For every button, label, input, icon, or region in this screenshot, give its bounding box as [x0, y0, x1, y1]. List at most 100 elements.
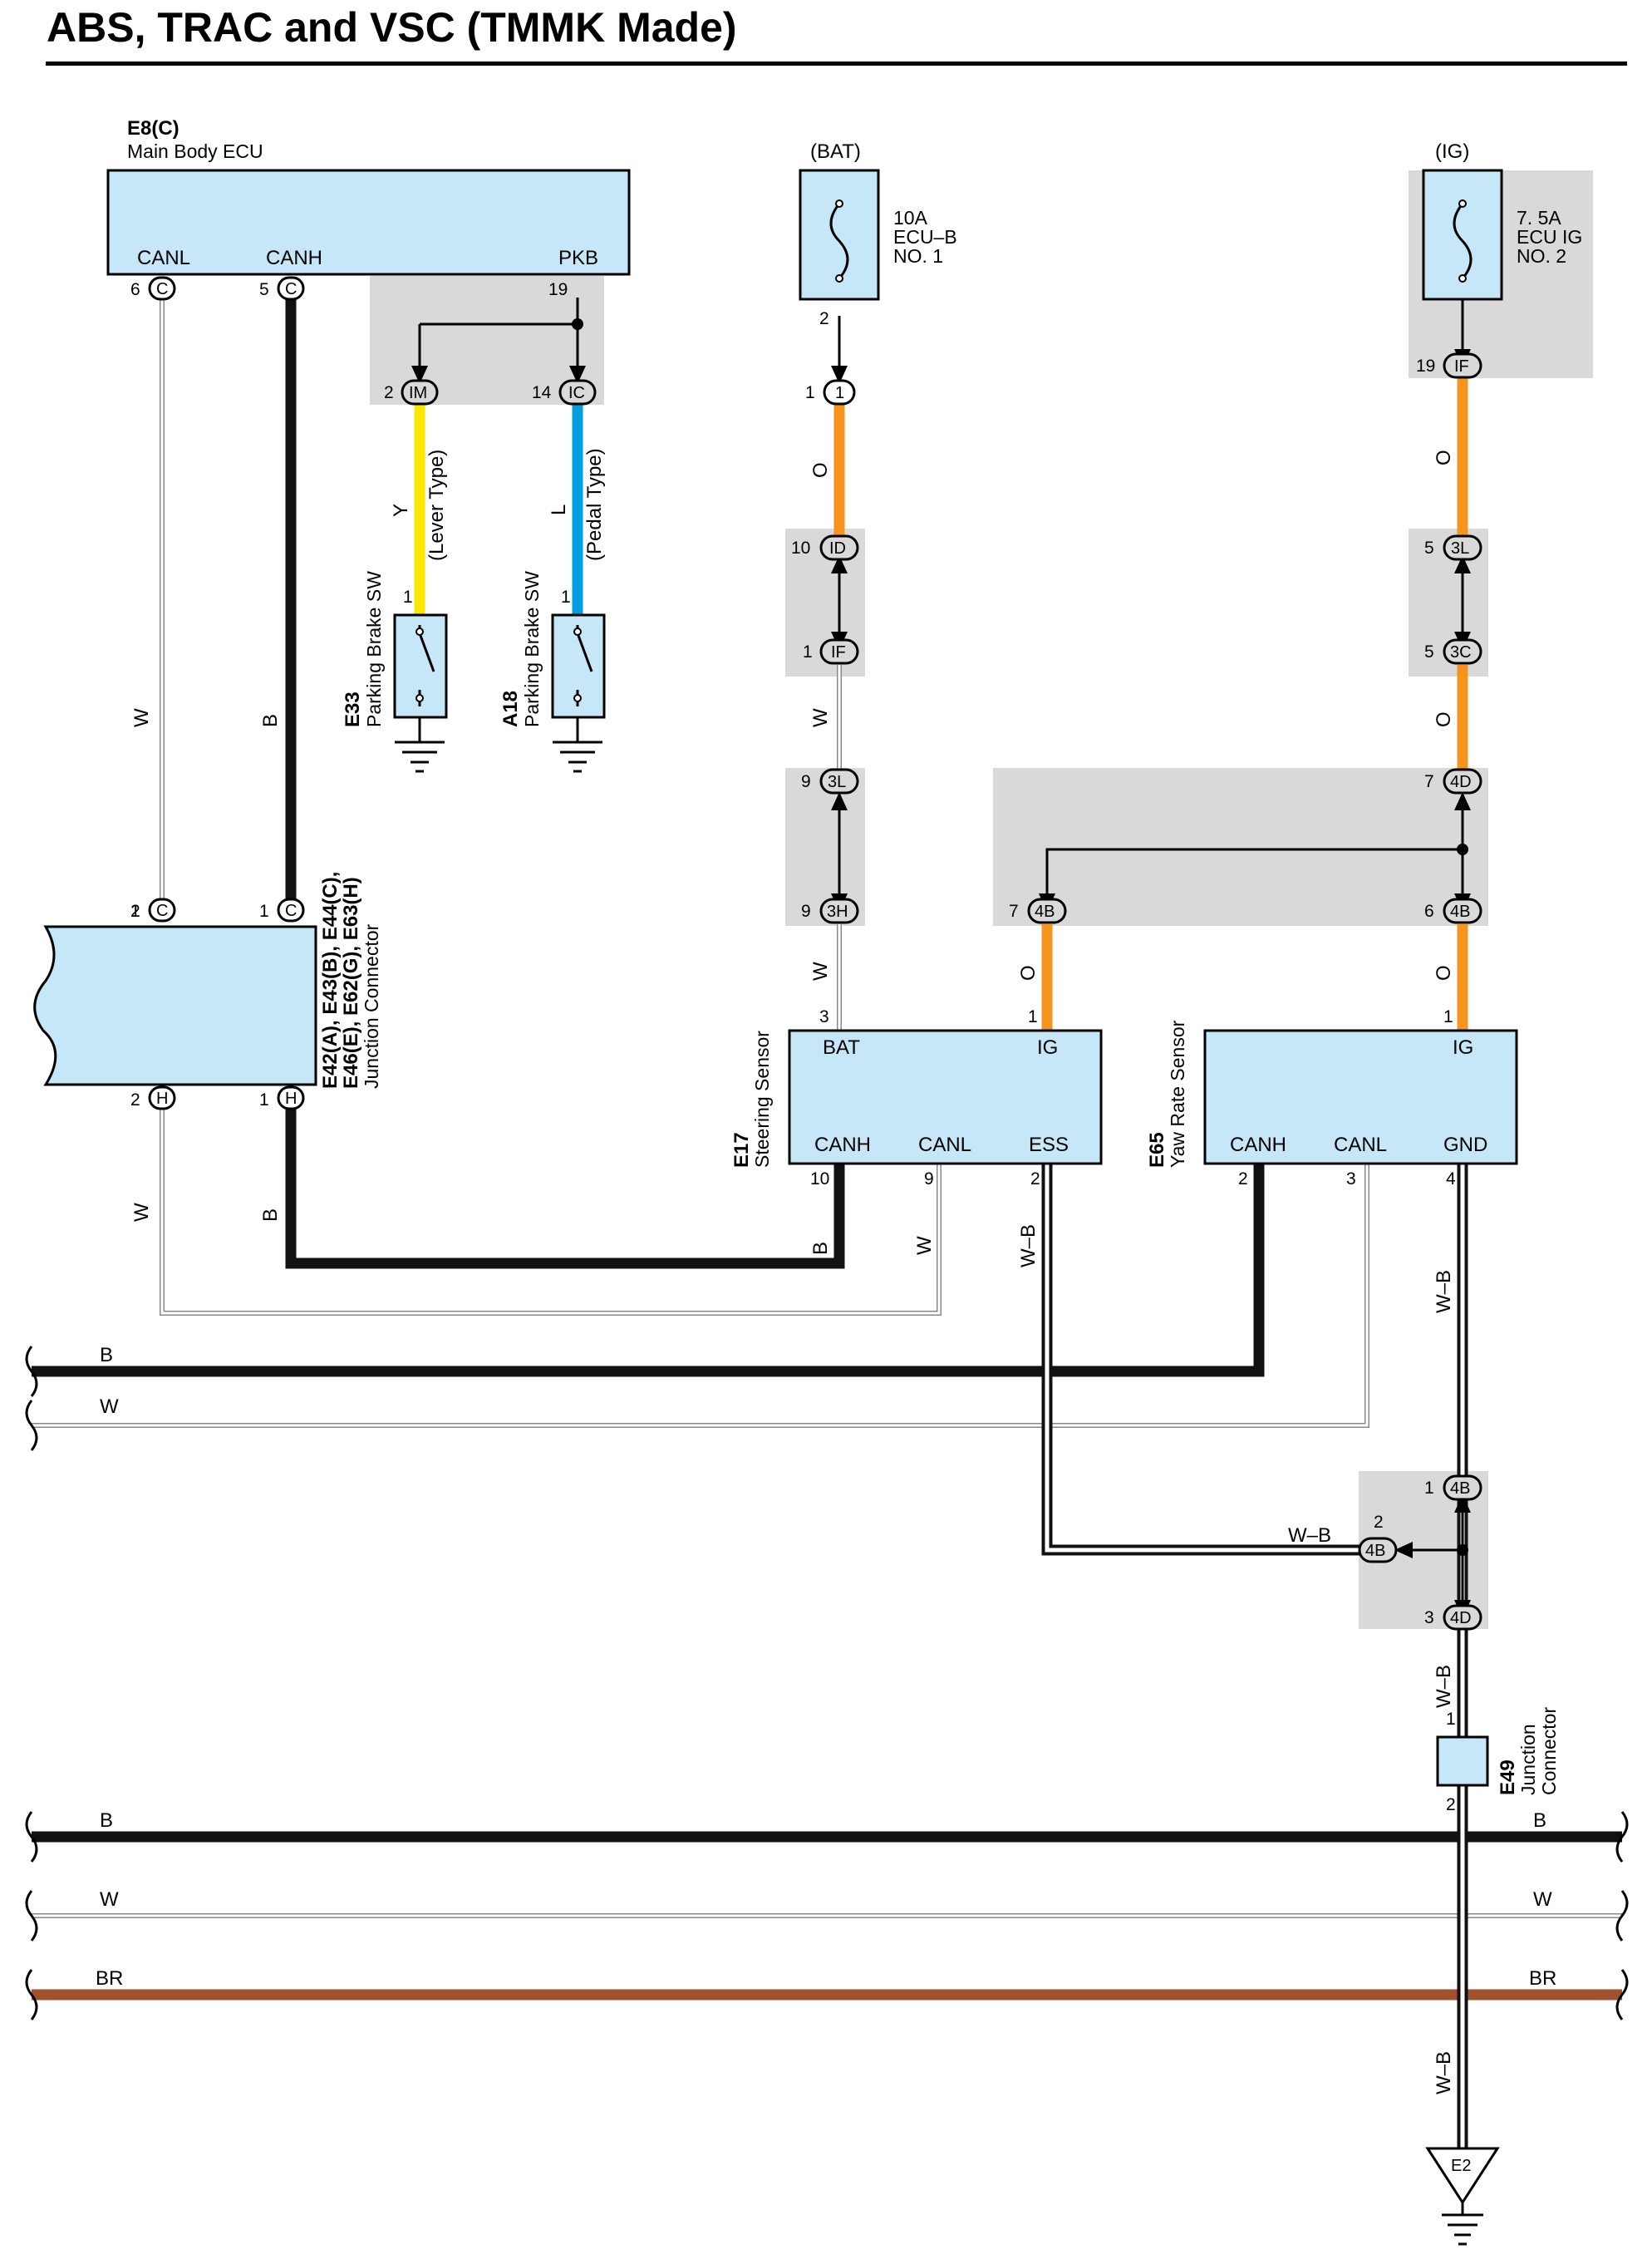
junction-connector-1 — [33, 925, 317, 1086]
wire-canl-lower — [160, 1110, 942, 1316]
svg-text:2: 2 — [384, 383, 394, 402]
svg-text:IC: IC — [568, 384, 585, 402]
fuse-bat-name-2: NO. 1 — [893, 245, 943, 267]
e17-name: Steering Sensor — [751, 1031, 773, 1168]
svg-text:1: 1 — [259, 902, 269, 921]
svg-text:1: 1 — [1443, 1007, 1453, 1026]
lever-type-label: (Lever Type) — [425, 450, 448, 561]
main-body-ecu — [106, 169, 631, 276]
yaw-pin-ig: IG — [1453, 1036, 1473, 1059]
e33-name: Parking Brake SW — [363, 571, 385, 727]
svg-text:1: 1 — [1446, 1710, 1456, 1729]
svg-text:B: B — [259, 714, 282, 727]
e17-code: E17 — [730, 1132, 753, 1168]
pedal-type-label: (Pedal Type) — [583, 448, 606, 561]
svg-text:H: H — [156, 1090, 168, 1108]
svg-text:L: L — [548, 504, 570, 515]
svg-text:B: B — [100, 1809, 113, 1832]
connector-ovals: C C IM IC 1 ID IF 3L 3H IF 3L 3C 4D 4B 4… — [148, 276, 1482, 1631]
svg-text:O: O — [1433, 711, 1455, 727]
e49-code: E49 — [1497, 1759, 1519, 1795]
steering-sensor — [788, 1029, 1103, 1165]
junction-connector-2 — [1436, 1735, 1489, 1787]
svg-text:2: 2 — [1446, 1795, 1456, 1814]
svg-text:W: W — [913, 1236, 936, 1255]
svg-text:IF: IF — [1454, 357, 1469, 376]
svg-text:6: 6 — [130, 280, 140, 299]
svg-text:O: O — [809, 462, 832, 478]
svg-text:B: B — [259, 1208, 282, 1222]
fuse-ig-symbol — [1453, 203, 1473, 279]
svg-text:7: 7 — [1009, 902, 1019, 921]
svg-text:IM: IM — [409, 384, 427, 402]
steering-pin-bat: BAT — [823, 1036, 860, 1059]
main-body-ecu-code: E8(C) — [127, 117, 179, 140]
bus-ends — [25, 1346, 1629, 2020]
steering-pin-ess: ESS — [1029, 1134, 1069, 1156]
svg-text:W–B: W–B — [1017, 1224, 1040, 1267]
svg-text:Y: Y — [390, 504, 412, 517]
svg-text:W–B: W–B — [1433, 2051, 1455, 2094]
svg-text:BR: BR — [96, 1967, 123, 1990]
svg-text:W: W — [130, 1203, 153, 1222]
svg-text:O: O — [1017, 965, 1040, 981]
fuse-bat-source: (BAT) — [810, 140, 861, 163]
wire-ess — [1041, 1164, 1371, 1556]
page-title: ABS, TRAC and VSC (TMMK Made) — [47, 4, 737, 51]
svg-text:4B: 4B — [1450, 903, 1470, 921]
svg-text:3: 3 — [1424, 1608, 1434, 1627]
svg-text:IF: IF — [831, 643, 846, 662]
svg-text:W–B: W–B — [1433, 1270, 1455, 1313]
svg-text:1: 1 — [561, 588, 571, 607]
svg-text:W: W — [809, 708, 832, 727]
svg-text:2: 2 — [819, 309, 829, 328]
svg-text:5: 5 — [259, 280, 269, 299]
ground-symbol-lever — [395, 717, 445, 773]
svg-text:4B: 4B — [1450, 1479, 1470, 1498]
jc1-code-2: E46(E), E62(G), E63(H) — [340, 877, 362, 1089]
svg-text:9: 9 — [801, 902, 811, 921]
a18-code: A18 — [499, 691, 522, 727]
svg-text:9: 9 — [924, 1169, 934, 1189]
wire-yaw-canl — [32, 1164, 1369, 1428]
wire-color-labels: W B W B Y L O W W O O O O B W W–B W–B W–… — [96, 450, 1556, 2094]
title-rule — [46, 62, 1627, 66]
svg-text:1: 1 — [835, 384, 844, 402]
svg-text:9: 9 — [801, 772, 811, 791]
svg-text:H: H — [285, 1090, 297, 1108]
svg-text:W: W — [1533, 1888, 1552, 1911]
svg-text:4D: 4D — [1450, 773, 1472, 791]
svg-text:B: B — [1533, 1809, 1546, 1832]
e33-code: E33 — [342, 691, 364, 727]
svg-text:C: C — [285, 280, 297, 298]
svg-text:ID: ID — [829, 539, 846, 558]
svg-text:W: W — [809, 962, 832, 981]
svg-text:3L: 3L — [828, 773, 846, 791]
svg-text:10: 10 — [791, 539, 810, 558]
svg-text:4: 4 — [1446, 1169, 1456, 1189]
e65-code: E65 — [1146, 1132, 1168, 1168]
steering-pin-canl: CANL — [918, 1134, 971, 1156]
svg-text:3: 3 — [1346, 1169, 1356, 1189]
svg-text:5: 5 — [1424, 642, 1434, 662]
main-body-ecu-name: Main Body ECU — [127, 140, 263, 162]
svg-text:C: C — [285, 902, 297, 920]
fuse-ig-name-2: NO. 2 — [1517, 245, 1566, 267]
svg-text:BR: BR — [1529, 1967, 1556, 1990]
svg-text:2: 2 — [130, 1090, 140, 1110]
wire-yaw-canh — [32, 1164, 1265, 1377]
svg-text:3: 3 — [819, 1007, 829, 1026]
svg-text:W: W — [130, 708, 153, 727]
svg-text:7: 7 — [1424, 772, 1434, 791]
svg-text:2: 2 — [1374, 1513, 1384, 1532]
svg-text:19: 19 — [1416, 357, 1435, 376]
svg-text:6: 6 — [1424, 902, 1434, 921]
svg-text:4B: 4B — [1035, 903, 1055, 921]
svg-text:W–B: W–B — [1288, 1524, 1331, 1547]
svg-text:B: B — [100, 1344, 113, 1366]
svg-text:W: W — [100, 1395, 119, 1418]
svg-text:B: B — [809, 1242, 832, 1255]
ground-e2 — [1425, 2147, 1500, 2205]
steering-pin-ig: IG — [1037, 1036, 1058, 1059]
fuse-bat-rating: 10A — [893, 207, 928, 229]
